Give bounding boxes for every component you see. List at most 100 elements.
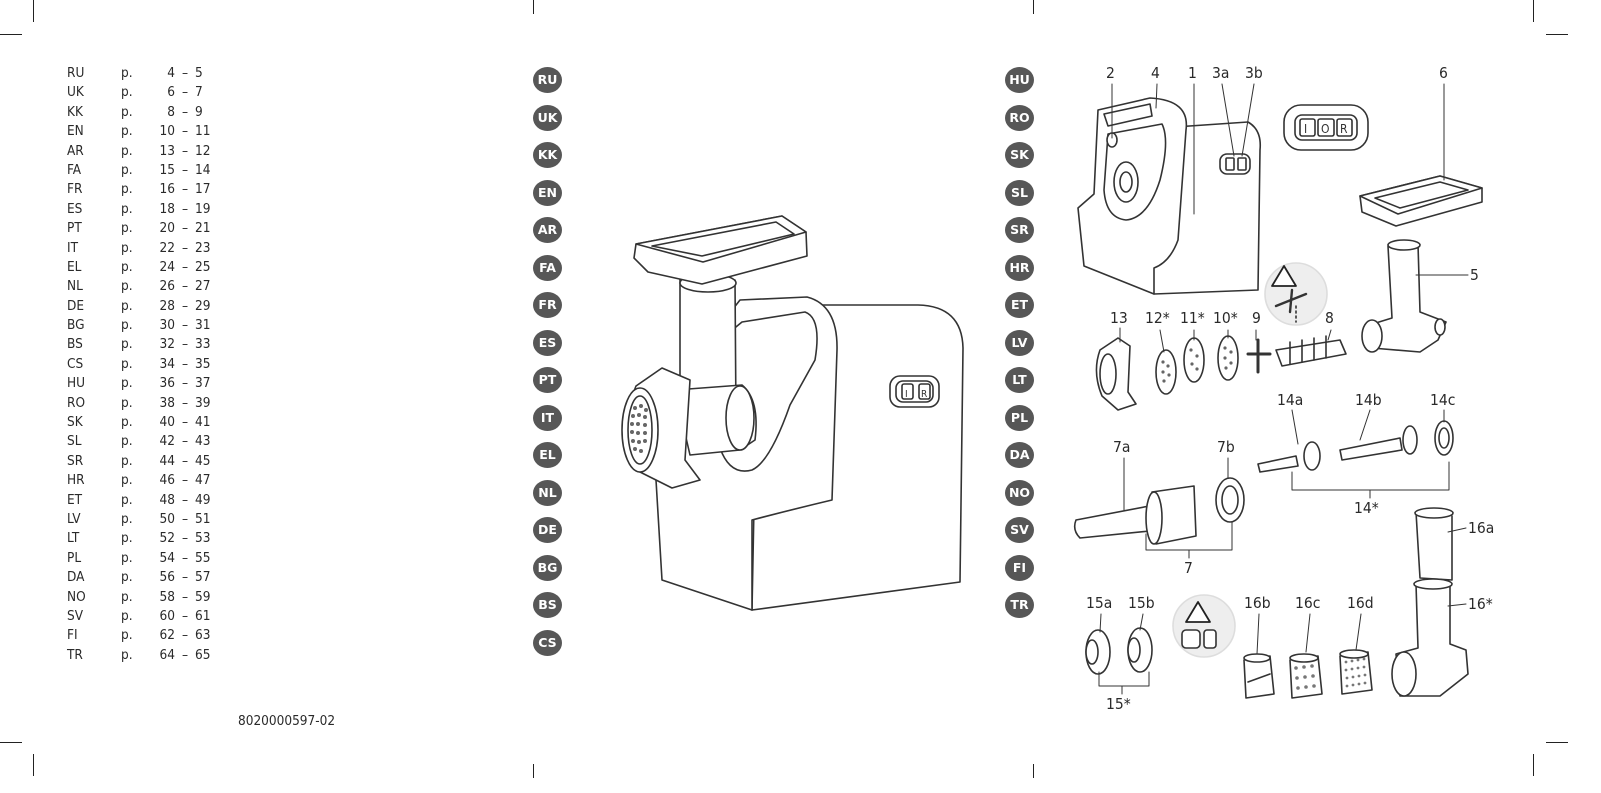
language-code: FI <box>67 627 78 644</box>
part-label-7a: 7a <box>1113 438 1131 456</box>
page-dash: – <box>181 569 189 586</box>
page-dash: – <box>181 317 189 334</box>
page-dash: – <box>181 220 189 237</box>
page-to: 47 <box>195 472 211 489</box>
language-badge: EN <box>533 179 562 206</box>
page-prefix: p. <box>121 491 133 508</box>
shredder-body-16a <box>1414 507 1454 581</box>
page-from: 38 <box>159 394 175 411</box>
language-code: ET <box>67 491 83 508</box>
page-from: 48 <box>159 491 175 508</box>
page-to: 43 <box>195 433 211 450</box>
page-dash: – <box>181 336 189 353</box>
page-prefix: p. <box>121 123 133 140</box>
page-dash: – <box>181 142 189 159</box>
language-badge: HU <box>1005 67 1034 93</box>
page-dash: – <box>181 181 189 198</box>
language-code: PL <box>67 549 82 566</box>
crop-mark <box>33 754 34 776</box>
language-badge: BS <box>533 592 562 618</box>
page-from: 40 <box>159 414 175 431</box>
language-badge: SR <box>1005 217 1034 243</box>
language-badge: PL <box>1005 404 1034 431</box>
page-prefix: p. <box>121 142 133 159</box>
page-to: 21 <box>195 220 211 237</box>
page-from: 64 <box>159 646 175 663</box>
page-from: 28 <box>159 297 175 314</box>
page-to: 17 <box>195 181 211 198</box>
language-code: SV <box>67 607 84 624</box>
page-from: 50 <box>159 510 175 527</box>
page-to: 55 <box>195 549 211 566</box>
language-badge: NL <box>533 479 562 506</box>
language-badge: DE <box>533 517 562 543</box>
language-code: LV <box>67 510 81 527</box>
page-dash: – <box>181 607 189 624</box>
language-code: BG <box>67 317 85 334</box>
page-dash: – <box>181 239 189 256</box>
page-from: 46 <box>159 472 175 489</box>
language-code: RO <box>67 394 85 411</box>
page-prefix: p. <box>121 65 133 81</box>
language-code: PT <box>67 220 82 237</box>
language-badge: SK <box>1005 142 1034 168</box>
svg-text:I: I <box>905 389 908 400</box>
page-prefix: p. <box>121 510 133 527</box>
part-label-4: 4 <box>1151 64 1160 82</box>
language-code: NO <box>67 588 86 605</box>
part-label-1: 1 <box>1188 64 1197 82</box>
page-to: 59 <box>195 588 211 605</box>
language-badge: ET <box>1005 292 1034 318</box>
page-to: 31 <box>195 317 211 334</box>
language-badge: IT <box>533 404 562 431</box>
parts-row-illustration <box>1095 335 1347 411</box>
page-prefix: p. <box>121 588 133 605</box>
leader-lines <box>1098 83 1469 695</box>
feed-tray-illustration <box>1359 175 1483 227</box>
page-to: 7 <box>195 84 203 101</box>
language-code: LT <box>67 530 80 547</box>
language-code: SR <box>67 452 84 469</box>
kebbe-attachment-7a <box>1073 485 1197 545</box>
page-dash: – <box>181 452 189 469</box>
part-label-2: 2 <box>1106 64 1115 82</box>
drum-16d <box>1339 649 1373 695</box>
language-code: EN <box>67 123 84 140</box>
drum-16b <box>1243 653 1275 699</box>
page-dash: – <box>181 375 189 392</box>
page-from: 18 <box>159 200 175 217</box>
page-prefix: p. <box>121 375 133 392</box>
part-label-9: 9 <box>1252 309 1261 327</box>
part-label-16b: 16b <box>1244 594 1271 612</box>
page-dash: – <box>181 65 189 81</box>
part-label-16: 16* <box>1468 595 1493 613</box>
part-label-12: 12* <box>1145 309 1170 327</box>
page-prefix: p. <box>121 569 133 586</box>
language-code: RU <box>67 65 85 81</box>
language-badge: DA <box>1005 442 1034 468</box>
main-plate-holes <box>630 404 648 453</box>
language-badge: PT <box>533 367 562 393</box>
page-prefix: p. <box>121 200 133 217</box>
page-from: 58 <box>159 588 175 605</box>
page-dash: – <box>181 355 189 372</box>
page-from: 54 <box>159 549 175 566</box>
language-code: SK <box>67 414 83 431</box>
page-prefix: p. <box>121 317 133 334</box>
page-from: 13 <box>159 142 175 159</box>
